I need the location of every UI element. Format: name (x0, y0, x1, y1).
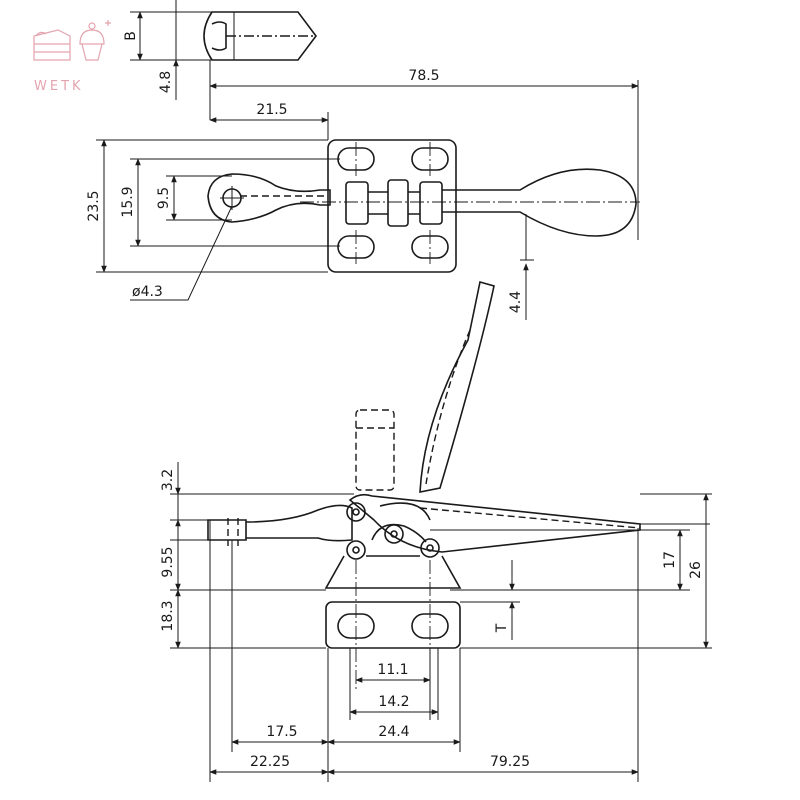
slot-detail (203, 11, 317, 61)
mounting-slots-top (337, 142, 449, 264)
dim-hole-spacing-side: 11.1 (377, 662, 408, 678)
dim-spindle-width: 9.5 (156, 187, 172, 209)
mount-bracket (324, 555, 462, 690)
top-base-plate (327, 139, 457, 273)
logo-text: WETK (34, 79, 84, 94)
dim-pivot-height: 3.2 (160, 469, 176, 491)
dim-pivot-offset: 21.5 (256, 102, 287, 118)
dim-slot-offset: 4.8 (158, 71, 174, 93)
dim-hole-spacing-top: 15.9 (120, 186, 136, 217)
side-base-plate (325, 601, 461, 649)
dim-slot-b: B (123, 31, 139, 41)
dim-base-length: 14.2 (378, 694, 409, 710)
dim-handle-offset: 4.4 (508, 291, 524, 313)
dim-spindle-offset: 17.5 (266, 724, 297, 740)
spindle-arm-side (207, 504, 353, 546)
dim-height-26: 26 (688, 561, 704, 579)
dim-height-17: 17 (662, 551, 678, 569)
dim-hole-diameter: ø4.3 (132, 284, 163, 300)
pivot-links (346, 502, 440, 560)
mounting-slots-side (337, 613, 449, 639)
dim-base-thickness: T (494, 623, 510, 633)
dim-base-width: 23.5 (86, 190, 102, 221)
dim-total-length: 79.25 (490, 754, 530, 770)
dim-pivot-to-tip: 22.25 (250, 754, 290, 770)
dim-base-height: 18.3 (160, 600, 176, 631)
lever-arm (348, 493, 641, 553)
dim-overall-length: 78.5 (408, 68, 439, 84)
spindle-open-position (355, 409, 395, 491)
dim-base-to-tip: 24.4 (378, 724, 409, 740)
handle-raised (419, 280, 495, 493)
cupcake-icon (79, 20, 111, 61)
top-view: B 4.8 78.5 21.5 (86, 0, 640, 320)
side-view: 3.2 9.55 18.3 17 26 T 11.1 14.2 17.5 24.… (160, 280, 712, 782)
hinge-assembly (300, 168, 640, 237)
dim-arm-height: 9.55 (160, 546, 176, 577)
cake-icon (33, 29, 71, 61)
brand-logo: WETK (33, 20, 111, 94)
spindle-arm (207, 173, 331, 223)
